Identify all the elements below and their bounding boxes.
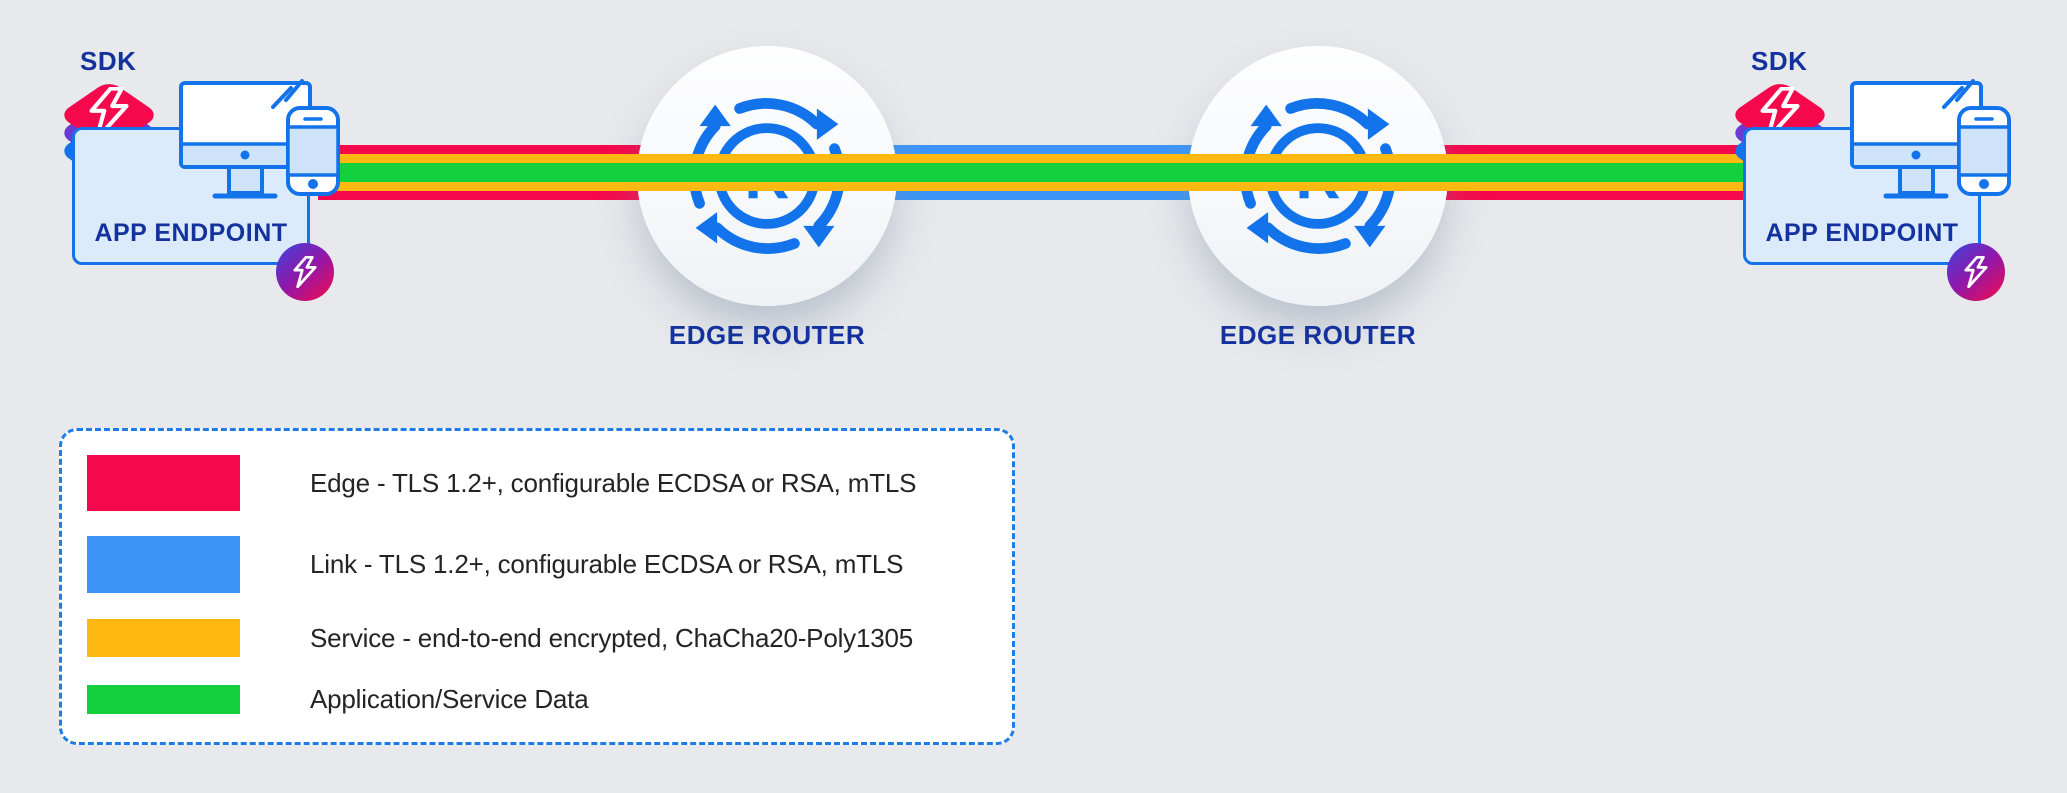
legend-swatch-service [87, 619, 240, 657]
application-data-band [318, 163, 1745, 182]
monitor-icon [179, 79, 312, 199]
app-endpoint-label: APP ENDPOINT [94, 219, 288, 247]
link-band-bottom [767, 190, 1318, 200]
edge-router-label-left: EDGE ROUTER [668, 320, 866, 350]
legend-box: Edge - TLS 1.2+, configurable ECDSA or R… [59, 428, 1015, 745]
sdk-badge-icon [276, 243, 334, 301]
service-band-bottom [318, 182, 1745, 191]
legend-label-service: Service - end-to-end encrypted, ChaCha20… [310, 622, 914, 653]
lightning-bolt-icon [89, 87, 129, 141]
lightning-bolt-icon [1964, 256, 1988, 288]
service-band-top [318, 154, 1745, 163]
legend-swatch-link [87, 536, 240, 593]
app-endpoint-left: SDK APP ENDPOINT [0, 0, 396, 320]
legend-label-data: Application/Service Data [310, 684, 589, 714]
legend-row-data: Application/Service Data [87, 684, 589, 714]
link-band-top [767, 145, 1318, 155]
legend-row-link: Link - TLS 1.2+, configurable ECDSA or R… [87, 536, 903, 593]
legend-swatch-data [87, 685, 240, 714]
lightning-bolt-icon [293, 256, 317, 288]
legend-row-service: Service - end-to-end encrypted, ChaCha20… [87, 619, 913, 657]
legend-swatch-edge [87, 455, 240, 511]
monitor-icon [1850, 79, 1983, 199]
phone-icon [286, 106, 340, 196]
legend-label-link: Link - TLS 1.2+, configurable ECDSA or R… [310, 549, 904, 579]
legend-label-edge: Edge - TLS 1.2+, configurable ECDSA or R… [310, 467, 917, 498]
sdk-badge-icon [1947, 243, 2005, 301]
app-endpoint-right: SDK APP ENDPOINT [1671, 0, 2067, 320]
lightning-bolt-icon [1760, 87, 1800, 141]
app-endpoint-label: APP ENDPOINT [1765, 219, 1959, 247]
sdk-label: SDK [1751, 46, 1808, 76]
sdk-label: SDK [80, 46, 137, 76]
legend-row-edge: Edge - TLS 1.2+, configurable ECDSA or R… [87, 455, 916, 511]
phone-icon [1957, 106, 2011, 196]
edge-router-label-right: EDGE ROUTER [1219, 320, 1417, 350]
